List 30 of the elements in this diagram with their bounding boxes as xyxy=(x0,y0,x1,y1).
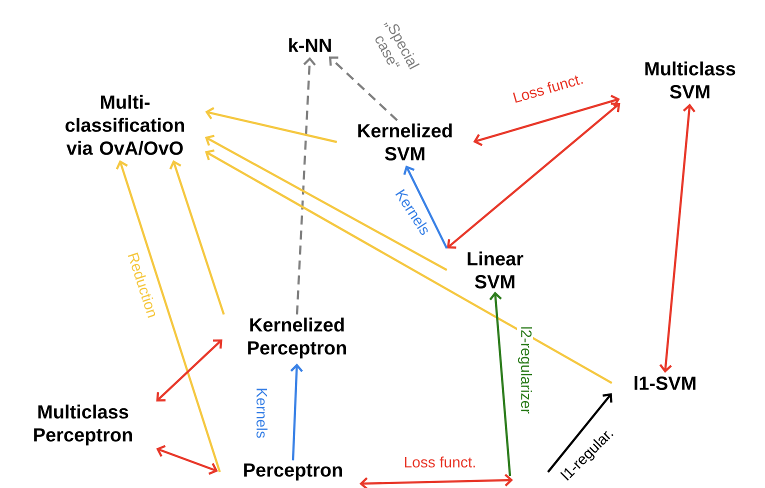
method-label: Multi-classification via OvA/OvO xyxy=(66,94,184,156)
arrow xyxy=(169,160,225,315)
arrow xyxy=(156,445,218,475)
arrow xyxy=(290,364,303,460)
arrow xyxy=(659,104,696,373)
arrow xyxy=(204,134,448,271)
arrow xyxy=(446,102,620,249)
arrow xyxy=(403,165,448,249)
edge-label: l2-regularizer xyxy=(517,325,533,415)
arrow xyxy=(205,107,338,144)
arrow xyxy=(359,474,513,488)
method-label: Kernelized Perceptron xyxy=(248,318,346,358)
arrow xyxy=(156,339,222,402)
edge-label: Loss funct. xyxy=(510,71,586,105)
method-label: Linear SVM xyxy=(468,252,524,288)
arrow xyxy=(473,94,620,146)
arrow xyxy=(547,393,612,473)
method-label: l1-SVM xyxy=(634,376,696,390)
method-label: Kernelized SVM xyxy=(358,124,452,160)
arrow xyxy=(204,149,612,384)
edge-label: Kernels xyxy=(256,386,269,440)
method-label: k-NN xyxy=(289,38,331,52)
arrow xyxy=(116,160,221,472)
edge-label: Loss funct. xyxy=(402,456,478,468)
method-label: Multiclass Perceptron xyxy=(34,404,132,446)
arrow xyxy=(489,292,512,476)
arrow xyxy=(296,57,316,314)
method-label: Multiclass SVM xyxy=(645,62,736,98)
arrow xyxy=(328,56,398,122)
method-label: Perceptron xyxy=(244,464,342,480)
